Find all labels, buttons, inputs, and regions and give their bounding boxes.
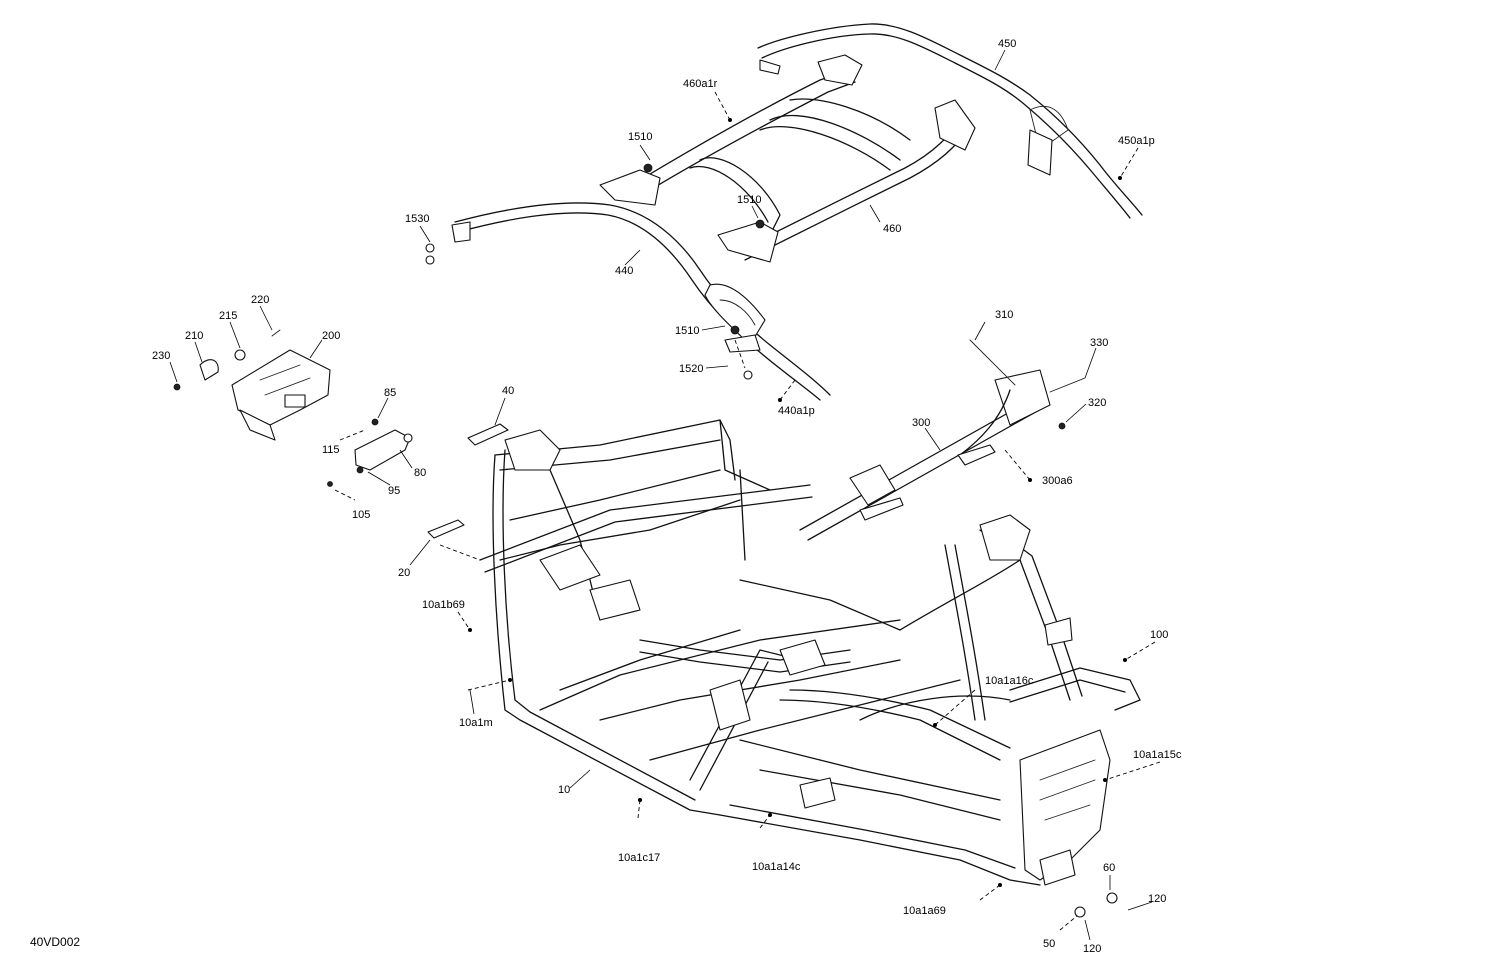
callout-1530: 1530 (405, 213, 429, 225)
nut-320 (1058, 422, 1066, 430)
callout-440a1p: 440a1p (778, 405, 815, 417)
callout-10a1m: 10a1m (459, 717, 493, 729)
nut-1520 (743, 370, 753, 380)
callout-85: 85 (384, 387, 396, 399)
bracket-assembly-200 (173, 329, 331, 441)
callout-450: 450 (998, 38, 1016, 50)
bolt-1530-a (425, 243, 435, 253)
nut-1510-b (755, 219, 765, 229)
nut-60 (1106, 892, 1118, 904)
bolt-310 (969, 339, 1016, 386)
callout-80: 80 (414, 467, 426, 479)
roof-center-frame-460 (599, 54, 976, 263)
callout-10a1b69: 10a1b69 (422, 599, 465, 611)
callout-10a1a15c: 10a1a15c (1133, 749, 1182, 761)
callout-320: 320 (1088, 397, 1106, 409)
callout-120-lower: 120 (1083, 943, 1101, 955)
callout-10a1a16c: 10a1a16c (985, 675, 1034, 687)
callout-215: 215 (219, 310, 237, 322)
bolt-330 (1049, 377, 1086, 393)
callout-10: 10 (558, 784, 570, 796)
small-bracket-80 (327, 418, 413, 487)
bolt-1530-b (425, 255, 435, 265)
callout-10a1c17: 10a1c17 (618, 852, 660, 864)
fastener-dots (468, 118, 1127, 918)
callout-labels: 450 460a1r 450a1p 1510 1510 460 1530 440… (152, 38, 1182, 955)
callout-10a1a69: 10a1a69 (903, 905, 946, 917)
callout-120-upper: 120 (1148, 893, 1166, 905)
callout-300a6: 300a6 (1042, 475, 1073, 487)
nut-1510-c (730, 325, 740, 335)
callout-230: 230 (152, 350, 170, 362)
nut-105 (327, 481, 333, 487)
callout-95: 95 (388, 485, 400, 497)
clip-210 (199, 359, 219, 381)
callout-220: 220 (251, 294, 269, 306)
callout-60: 60 (1103, 862, 1115, 874)
roof-fasteners (425, 163, 765, 380)
leader-lines (169, 49, 1161, 941)
callout-460: 460 (883, 223, 901, 235)
washer-215 (234, 349, 246, 361)
plate-20 (427, 519, 465, 539)
callout-1510-middle: 1510 (737, 194, 761, 206)
callout-115: 115 (322, 444, 340, 456)
callout-1510-upper: 1510 (628, 131, 652, 143)
callout-100: 100 (1150, 629, 1168, 641)
nut-50 (1074, 906, 1086, 918)
callout-300: 300 (912, 417, 930, 429)
callout-330: 330 (1090, 337, 1108, 349)
bolt-85 (371, 418, 379, 426)
callout-50: 50 (1043, 938, 1055, 950)
rear-roof-hoop-450 (757, 23, 1143, 219)
callout-210: 210 (185, 330, 203, 342)
callout-1510-lower: 1510 (675, 325, 699, 337)
callout-20: 20 (398, 567, 410, 579)
callout-40: 40 (502, 385, 514, 397)
callout-10a1a14c: 10a1a14c (752, 861, 801, 873)
plate-40 (467, 423, 509, 446)
nut-1510-a (643, 163, 653, 173)
front-roof-hoop-440 (451, 202, 831, 401)
steering-column-300 (799, 339, 1086, 541)
callout-310: 310 (995, 309, 1013, 321)
callout-440: 440 (615, 265, 633, 277)
main-chassis-frame-10 (479, 419, 1141, 886)
nut-230 (173, 383, 181, 391)
drawing-code: 40VD002 (30, 935, 80, 949)
callout-1520: 1520 (679, 363, 703, 375)
bolt-220 (271, 329, 281, 337)
nut-95 (356, 466, 364, 474)
callout-200: 200 (322, 330, 340, 342)
callout-105: 105 (352, 509, 370, 521)
bracket-1520 (724, 334, 761, 353)
callout-450a1p: 450a1p (1118, 135, 1155, 147)
callout-460a1r: 460a1r (683, 78, 718, 90)
